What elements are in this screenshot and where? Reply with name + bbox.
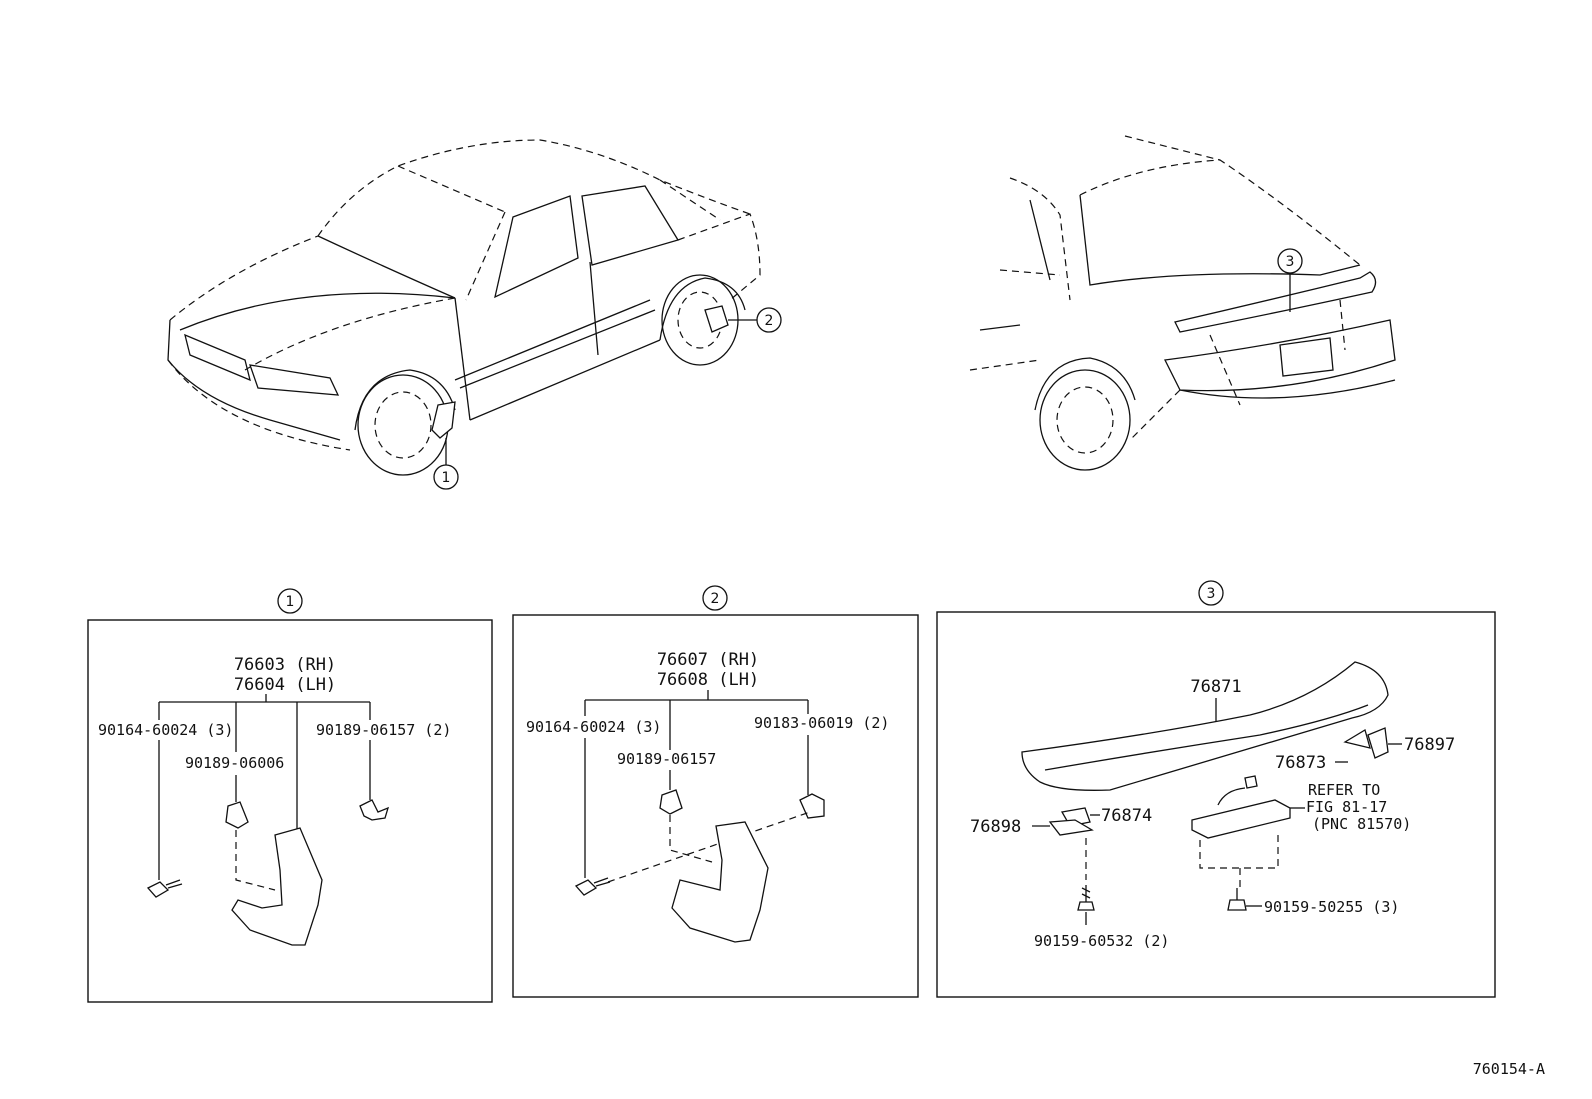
rear-spoiler-mark xyxy=(1174,271,1377,333)
panel-1-rivet-label: 90189-06157 (2) xyxy=(316,721,451,739)
label-76897: 76897 xyxy=(1404,735,1455,755)
panel-1-frame xyxy=(87,619,493,1003)
svg-text:1: 1 xyxy=(442,470,451,486)
refer-line-1: REFER TO xyxy=(1308,781,1380,799)
panel-2-frame xyxy=(512,614,919,998)
label-76874: 76874 xyxy=(1101,806,1152,826)
svg-text:2: 2 xyxy=(711,591,720,607)
panel-1-clip-label: 90189-06006 xyxy=(185,754,284,772)
bracket-76898-part xyxy=(1048,819,1094,836)
label-76898: 76898 xyxy=(970,817,1021,837)
bolt-icon xyxy=(1077,885,1095,911)
bolt-icon xyxy=(1227,888,1247,911)
callout-1-top: 1 xyxy=(433,464,459,490)
svg-text:3: 3 xyxy=(1207,586,1216,602)
panel-2-title-rh: 76607 (RH) xyxy=(657,650,759,670)
bracket-76897-part xyxy=(1367,727,1389,759)
clip-icon xyxy=(659,789,683,815)
svg-text:2: 2 xyxy=(765,313,774,329)
refer-line-2: FIG 81-17 xyxy=(1306,798,1387,816)
panel-2-nut-label: 90183-06019 (2) xyxy=(754,714,889,732)
refer-line-3: (PNC 81570) xyxy=(1312,815,1411,833)
panel-3: 3 76871 76897 76873 76874 76898 90159-60… xyxy=(936,580,1496,998)
nut-icon xyxy=(799,793,825,819)
bracket-76873-part xyxy=(1343,729,1371,749)
panel-2-clip-label: 90189-06157 xyxy=(617,750,716,768)
stop-lamp-part xyxy=(1191,799,1291,839)
panel-1-screw-label: 90164-60024 (3) xyxy=(98,721,233,739)
callout-2-top: 2 xyxy=(756,307,782,333)
label-76873: 76873 xyxy=(1275,753,1326,773)
mudflap-rear-mark xyxy=(704,305,729,333)
panel-1-title-rh: 76603 (RH) xyxy=(234,655,336,675)
panel-1: 1 76603 (RH) 76604 (LH) 90164-60024 (3) … xyxy=(87,588,493,1003)
panel-2-screw-label: 90164-60024 (3) xyxy=(526,718,661,736)
screw-icon xyxy=(146,879,183,898)
panel-3-callout: 3 xyxy=(1198,580,1224,606)
spoiler-label: 76871 xyxy=(1190,677,1241,697)
front-mudflap-part xyxy=(231,827,323,946)
panel-3-frame xyxy=(936,611,1496,998)
rivet-icon xyxy=(359,799,390,821)
figure-id: 760154-A xyxy=(1473,1060,1545,1078)
bolt-right-label: 90159-50255 (3) xyxy=(1264,898,1399,916)
panel-2-callout: 2 xyxy=(702,585,728,611)
front-car-illustration xyxy=(167,139,761,476)
screw-icon xyxy=(574,877,611,896)
rear-mudflap-part xyxy=(671,821,769,943)
panel-1-title-lh: 76604 (LH) xyxy=(234,675,336,695)
svg-text:3: 3 xyxy=(1286,254,1295,270)
bolt-left-label: 90159-60532 (2) xyxy=(1034,932,1169,950)
clip-icon xyxy=(225,801,249,829)
mudflap-front-mark xyxy=(431,401,456,439)
panel-2-title-lh: 76608 (LH) xyxy=(657,670,759,690)
svg-text:1: 1 xyxy=(286,594,295,610)
callout-3-top: 3 xyxy=(1277,248,1303,274)
panel-2: 2 76607 (RH) 76608 (LH) 90164-60024 (3) … xyxy=(512,585,919,998)
rear-car-illustration xyxy=(969,135,1396,471)
panel-1-callout: 1 xyxy=(277,588,303,614)
